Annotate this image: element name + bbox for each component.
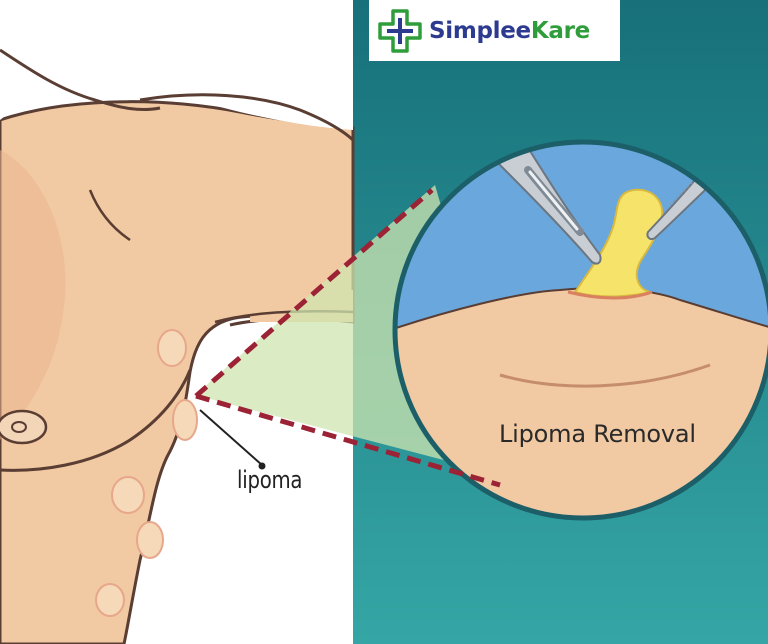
lump [157,329,187,367]
nipple [0,409,48,445]
shoulder-line [139,93,355,142]
muscle-crease [88,189,131,242]
pec-shadow [0,150,66,440]
lump [172,399,198,441]
zoom-line-lower [195,393,501,488]
pec-line [0,369,192,472]
logo-text: SimpleeKare [429,18,590,44]
medical-cross-icon [378,8,422,53]
logo-text-part2: Kare [530,17,590,44]
procedure-label: Lipoma Removal [499,420,696,448]
skin-crease [499,363,711,388]
neck-curve [0,48,161,112]
lump [111,476,145,514]
pointer-dot [258,462,266,470]
zoom-line-upper [194,188,434,398]
incision [567,290,653,300]
lump [136,521,164,559]
logo-text-part1: Simplee [429,17,531,44]
nipple-center [11,421,27,433]
lipoma-pointer [199,409,263,466]
magnifier-circle [392,139,768,521]
shoulder [0,0,353,130]
lipoma-label: lipoma [237,466,303,494]
lump [95,583,125,617]
logo: SimpleeKare [369,0,620,61]
